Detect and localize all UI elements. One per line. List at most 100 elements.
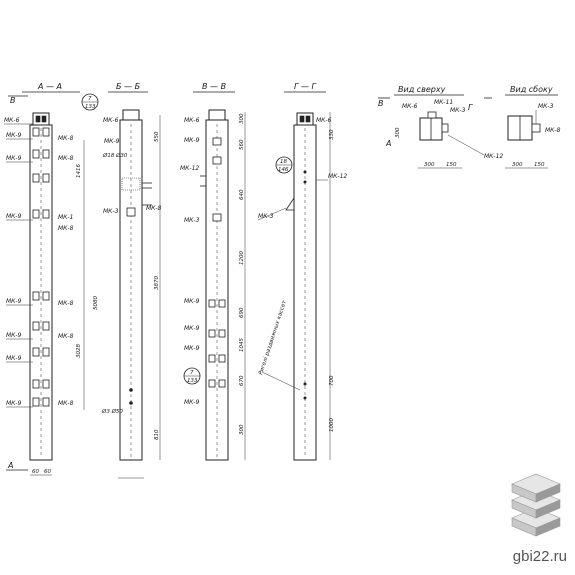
- side-view-dim: 150: [534, 162, 545, 168]
- section-g-label-mk12: МК-12: [328, 173, 347, 180]
- section-v-v: В — В МК-6 МК-9 МК-12 МК-3 МК-9 МК-9 МК-…: [180, 82, 246, 461]
- column-a-cap-bolt-left: [35, 115, 41, 123]
- column-a-opening: [42, 127, 50, 137]
- column-a-opening: [32, 379, 40, 389]
- section-a-a: А — А В 7 133 МК-6: [4, 82, 99, 476]
- section-v-dim: 690: [239, 307, 245, 318]
- section-a-label-right: МК-8: [58, 333, 74, 340]
- side-view-label: МК-3: [538, 103, 554, 110]
- top-view-dim: 150: [446, 162, 457, 168]
- section-v-dim: 1200: [239, 251, 245, 265]
- column-g-cap-bolt-left: [299, 115, 305, 123]
- section-g-label-top: МК-6: [316, 117, 332, 124]
- section-a-callout-sheet: 133: [85, 104, 96, 110]
- section-a-label-right: МК-1: [58, 214, 73, 221]
- column-v-opening: [208, 329, 216, 338]
- column-a-opening: [32, 347, 40, 357]
- column-a-opening: [42, 173, 50, 183]
- top-view-dim: 300: [395, 127, 401, 138]
- top-view-label: МК-12: [484, 153, 503, 160]
- column-a-opening: [32, 321, 40, 331]
- section-g-leader: [257, 207, 287, 221]
- section-a-label-left: МК-9: [6, 332, 22, 339]
- section-a-label-right: МК-8: [58, 300, 74, 307]
- section-a-edge-mark: В: [10, 96, 16, 105]
- column-b-hole: [129, 401, 133, 405]
- section-g-dim: 700: [329, 375, 335, 386]
- section-b-label-left: МК-6: [103, 117, 119, 124]
- section-b-bottom-annotation: Ø3 Ø50: [101, 408, 123, 415]
- column-v-opening: [208, 299, 216, 308]
- section-v-label-left: МК-3: [184, 217, 200, 224]
- section-b-dim: 550: [154, 131, 160, 142]
- column-a-opening: [42, 397, 50, 407]
- section-a-label-left: МК-9: [6, 400, 22, 407]
- logo-layer: [535, 483, 561, 503]
- side-view-dim: 300: [512, 162, 523, 168]
- column-v-opening: [218, 299, 226, 308]
- section-b-b: Б — Б МК-6 МК-9 Ø18 Ø30 МК-3 МК-8 Ø3 Ø50…: [101, 82, 162, 479]
- column-v-opening: [212, 156, 222, 165]
- section-b-dim: 3870: [154, 276, 160, 290]
- section-g-note-leader: [261, 371, 301, 391]
- column-a-opening: [42, 379, 50, 389]
- section-a-dim: 1416: [76, 164, 82, 178]
- column-v-opening: [212, 137, 222, 146]
- column-g-cap: [296, 112, 314, 126]
- column-g-hole: [303, 382, 307, 386]
- top-view-bracket: [441, 123, 449, 133]
- column-a-opening: [42, 209, 50, 219]
- column-b-cap: [122, 109, 140, 121]
- top-view-label: МК-6: [402, 103, 418, 110]
- side-view-title: Вид сбоку: [510, 85, 553, 94]
- section-v-callout-num: 7: [190, 370, 194, 376]
- section-g-g: Г — Г МК-6 18 146 МК-12 МК-3 Ригелі разд…: [257, 82, 347, 461]
- top-view-section-mark: Г: [468, 103, 473, 112]
- section-v-label-left: МК-9: [184, 325, 200, 332]
- section-a-label-left: МК-9: [6, 132, 22, 139]
- column-a-opening: [32, 397, 40, 407]
- column-g-hole: [303, 396, 307, 400]
- column-b-hole: [129, 388, 133, 392]
- column-v-opening: [212, 213, 222, 222]
- section-b-title: Б — Б: [116, 82, 141, 91]
- section-v-dim: 300: [239, 424, 245, 435]
- top-view-mark: А: [385, 139, 391, 148]
- side-view: Вид сбоку МК-3 МК-8 300 150: [505, 85, 561, 169]
- section-a-callout-num: 7: [88, 96, 92, 102]
- section-b-small-note: Ø18 Ø30: [102, 152, 128, 159]
- top-view-leader: [447, 134, 485, 156]
- column-g-hole: [303, 180, 307, 184]
- top-view-dim: 300: [424, 162, 435, 168]
- column-v-opening: [218, 379, 226, 388]
- section-a-bottom-dim: 60: [32, 469, 39, 475]
- section-a-title: А — А: [37, 82, 62, 91]
- column-b-embed-plate: [121, 177, 141, 191]
- column-a-opening: [32, 127, 40, 137]
- section-g-title: Г — Г: [294, 82, 317, 91]
- top-view-label: МК-11: [434, 99, 453, 106]
- section-g-dim: 330: [329, 129, 335, 140]
- column-a-opening: [42, 291, 50, 301]
- column-a-opening: [42, 347, 50, 357]
- section-v-label-left: МК-9: [184, 298, 200, 305]
- top-view-mark: В: [378, 99, 384, 108]
- column-v-opening: [218, 329, 226, 338]
- section-g-callout-sheet: 146: [278, 167, 289, 173]
- column-v-opening: [208, 379, 216, 388]
- section-a-label-left: МК-9: [6, 355, 22, 362]
- column-v-cap: [208, 109, 226, 121]
- logo-layer: [535, 499, 561, 519]
- section-a-dim: 5080: [93, 296, 99, 310]
- top-view-title: Вид сверху: [398, 85, 446, 94]
- section-a-label-right: МК-8: [58, 135, 74, 142]
- column-a-opening: [32, 173, 40, 183]
- column-a-cap-bolt-right: [41, 115, 47, 123]
- section-b-label-left: МК-3: [103, 208, 119, 215]
- column-a-cap: [32, 112, 50, 126]
- section-v-dim: 640: [239, 189, 245, 200]
- section-v-callout-sheet: 133: [187, 378, 198, 384]
- section-a-label-right: МК-8: [58, 400, 74, 407]
- section-a-label-right: МК-8: [58, 225, 74, 232]
- section-v-title: В — В: [202, 82, 226, 91]
